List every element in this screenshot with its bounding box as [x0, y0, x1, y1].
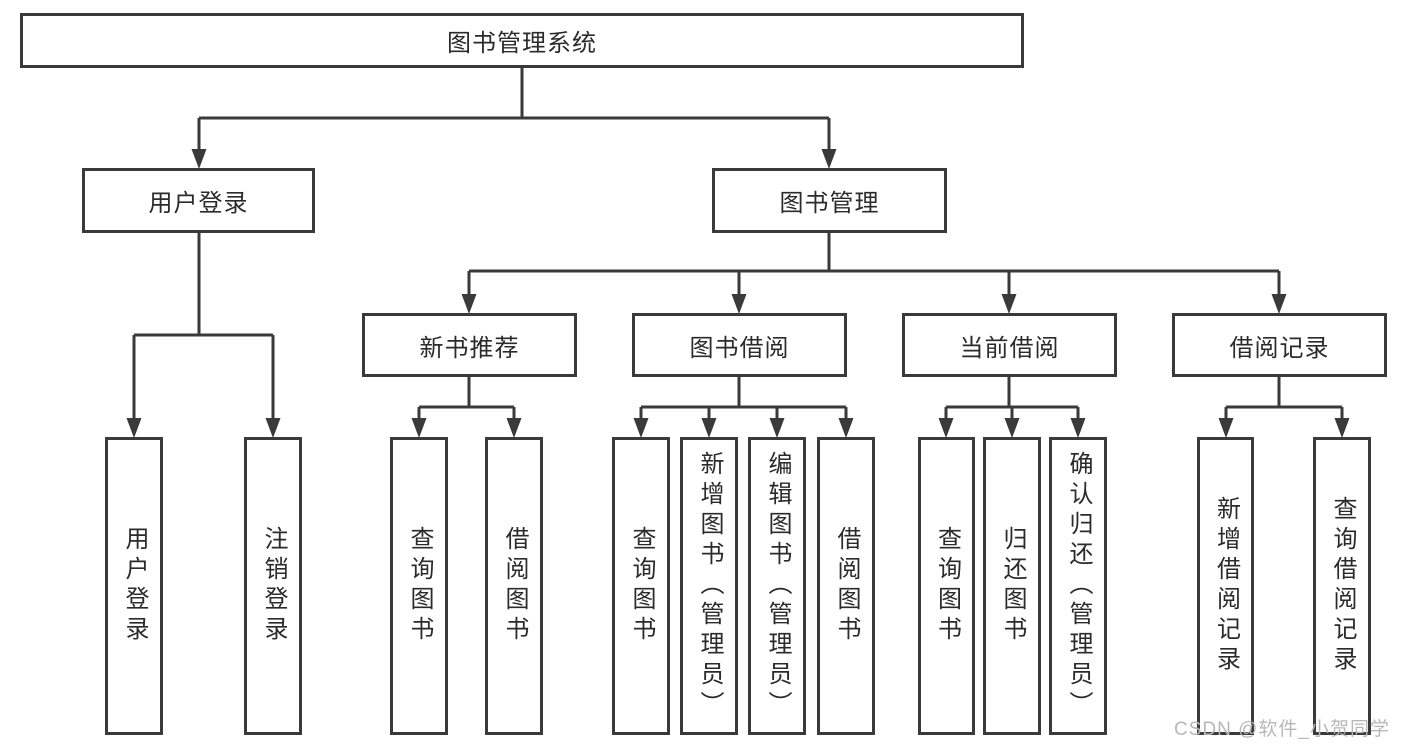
- leaf-label: 新增借阅记录: [1212, 496, 1240, 676]
- leaf-query-books-2: 查询图书: [612, 437, 670, 735]
- node-book-borrow: 图书借阅: [632, 313, 847, 377]
- watermark: CSDN @软件_小贺同学: [1174, 719, 1390, 740]
- leaf-label: 归还图书: [999, 526, 1026, 646]
- leaf-label: 借阅图书: [501, 526, 528, 646]
- leaf-label: 编辑图书（管理员）: [764, 451, 791, 721]
- leaf-confirm-return-admin: 确认归还（管理员）: [1049, 437, 1107, 735]
- leaf-query-borrow-record: 查询借阅记录: [1313, 437, 1371, 735]
- leaf-user-login: 用户登录: [105, 437, 163, 735]
- leaf-edit-book-admin: 编辑图书（管理员）: [748, 437, 806, 735]
- node-user-login: 用户登录: [82, 168, 315, 233]
- leaf-add-borrow-record: 新增借阅记录: [1197, 437, 1254, 735]
- leaf-query-books-1: 查询图书: [390, 437, 448, 735]
- leaf-borrow-books-1: 借阅图书: [485, 437, 543, 735]
- leaf-label: 注销登录: [260, 526, 287, 646]
- leaf-label: 用户登录: [121, 526, 148, 646]
- leaf-query-books-3: 查询图书: [918, 437, 975, 735]
- leaf-label: 确认归还（管理员）: [1065, 451, 1092, 721]
- node-book-management: 图书管理: [712, 168, 947, 233]
- node-current-borrow: 当前借阅: [902, 313, 1117, 377]
- leaf-label: 查询图书: [406, 526, 433, 646]
- leaf-borrow-books-2: 借阅图书: [817, 437, 875, 735]
- leaf-return-book: 归还图书: [983, 437, 1041, 735]
- leaf-add-book-admin: 新增图书（管理员）: [680, 437, 738, 735]
- leaf-logout: 注销登录: [244, 437, 302, 735]
- leaf-label: 查询图书: [628, 526, 655, 646]
- node-library-system: 图书管理系统: [20, 13, 1024, 68]
- leaf-label: 查询图书: [933, 526, 961, 646]
- node-new-book-recommend: 新书推荐: [362, 313, 577, 377]
- leaf-label: 查询借阅记录: [1329, 496, 1356, 676]
- leaf-label: 新增图书（管理员）: [696, 451, 723, 721]
- node-borrow-records: 借阅记录: [1172, 313, 1387, 377]
- leaf-label: 借阅图书: [833, 526, 860, 646]
